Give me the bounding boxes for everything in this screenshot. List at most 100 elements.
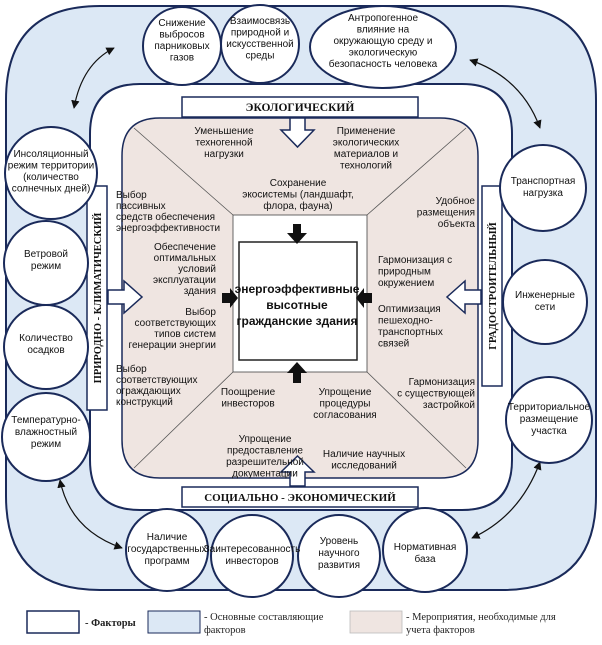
center-inner-box <box>238 241 358 361</box>
measure-passive-line: пассивных <box>116 201 166 212</box>
component-engineering-line: Инженерные <box>515 290 575 301</box>
measure-ecosystem-line: Сохранение <box>270 178 327 189</box>
measure-pedestrian-line: Оптимизация <box>378 304 441 315</box>
component-temperature-line: Температурно- <box>11 415 80 426</box>
measure-pedestrian-line: связей <box>378 339 409 350</box>
component-emissions-line: газов <box>170 53 194 64</box>
component-investors-line: Заинтересованность <box>204 544 301 555</box>
measure-operation: Обеспечениеоптимальныхусловийэксплуатаци… <box>153 241 216 297</box>
component-precipitation-line: Количество <box>19 333 73 344</box>
circle-investors <box>210 514 294 598</box>
measure-placement-line: размещения <box>417 208 475 219</box>
measure-reduce-load-line: Уменьшение <box>194 126 254 137</box>
measure-eco-materials-line: экологических <box>333 138 399 149</box>
measure-investor-incentives-line: Поощрение <box>221 387 276 398</box>
arrow-ecological <box>279 117 316 149</box>
measure-enclosures-line: Выбор <box>116 363 147 375</box>
component-insolation-line: (количество <box>23 172 79 183</box>
component-territory-line: размещение <box>520 414 579 425</box>
legend-components-swatch <box>147 610 201 634</box>
component-anthropogenic-line: влияние на <box>357 25 410 36</box>
measure-energy-gen-line: Выбор <box>185 306 216 318</box>
measure-operation-line: здания <box>184 286 216 297</box>
measure-pedestrian-line: транспортных <box>378 327 443 338</box>
measure-reduce-load-line: техногенной <box>195 138 252 149</box>
measure-placement-line: Удобное <box>436 195 476 207</box>
measure-existing-line: Гармонизация <box>409 377 475 388</box>
component-engineering-line: сети <box>535 302 555 313</box>
component-temperature-line: режим <box>31 439 61 450</box>
arrow-socioeconomic <box>279 454 316 487</box>
measure-approval-line: процедуры <box>320 399 371 410</box>
arrow-urban <box>445 279 482 315</box>
measure-operation-line: оптимальных <box>154 253 216 264</box>
component-wind-line: режим <box>31 261 61 272</box>
center-line-2: высотные <box>266 298 328 312</box>
component-insolation-line: режим территории <box>8 161 94 172</box>
legend-components-1: - Основные составляющие <box>204 612 324 623</box>
component-precipitation-line: осадков <box>27 345 64 356</box>
circle-anthropogenic <box>309 5 457 89</box>
legend-factors: - Факторы <box>85 618 136 629</box>
measure-reduce-load-line: нагрузки <box>204 149 244 160</box>
component-science-line: развития <box>318 560 360 571</box>
factor-climatic: ПРИРОДНО - КЛИМАТИЧЕСКИЙ <box>92 213 104 384</box>
component-investors-line: инвесторов <box>225 556 278 567</box>
component-temperature-line: влажностный <box>15 427 77 438</box>
component-science-line: Уровень <box>320 536 359 547</box>
measure-ecosystem-line: экосистемы (ландшафт, <box>242 189 354 201</box>
measure-eco-materials-line: материалов и <box>334 149 398 160</box>
measure-permits-line: предоставление <box>227 446 303 457</box>
measure-approval-line: Упрощение <box>319 387 372 398</box>
measure-operation-line: эксплуатации <box>153 275 216 286</box>
component-state-programs-line: Наличие <box>147 532 188 543</box>
circle-engineering <box>502 259 588 345</box>
measure-research-line: Наличие научных <box>323 449 405 460</box>
circle-regulatory <box>382 507 468 593</box>
legend-factors-swatch <box>26 610 80 634</box>
factor-socioeconomic: СОЦИАЛЬНО - ЭКОНОМИЧЕСКИЙ <box>204 492 396 504</box>
measure-pedestrian-line: пешеходно- <box>378 316 433 327</box>
circle-precipitation <box>3 304 89 390</box>
component-regulatory-line: база <box>414 553 436 565</box>
circle-territory <box>505 376 593 464</box>
component-emissions-line: выбросов <box>159 29 204 41</box>
component-environment-line: Взаимосвязь <box>230 16 290 27</box>
measure-permits-line: разрешительной <box>226 457 304 468</box>
factor-urban-box <box>481 185 503 387</box>
component-regulatory-line: Нормативная <box>394 542 457 553</box>
component-state-programs-line: государственных <box>127 544 206 555</box>
component-anthropogenic-line: безопасность человека <box>329 58 438 70</box>
arrow-center-top <box>287 224 307 244</box>
arrow-center-left <box>222 288 238 308</box>
factor-ecological-box <box>181 96 419 118</box>
component-emissions-line: парниковых <box>154 41 209 52</box>
component-transport-line: Транспортная <box>511 176 576 187</box>
circle-insolation <box>4 126 98 220</box>
measure-eco-materials-line: Применение <box>337 126 396 137</box>
component-environment-line: среды <box>246 51 275 62</box>
arrow-climatic <box>107 279 144 315</box>
component-anthropogenic-line: окружающую среду и <box>334 36 433 47</box>
measure-enclosures-line: соответствующих <box>116 375 197 386</box>
component-transport-line: нагрузка <box>523 188 563 199</box>
measure-approval-line: согласования <box>313 410 376 421</box>
legend-measures-swatch <box>349 610 403 634</box>
component-emissions-line: Снижение <box>158 18 206 29</box>
measure-permits: Упрощениепредоставлениеразрешительнойдок… <box>226 434 304 480</box>
circle-state-programs <box>125 508 209 592</box>
